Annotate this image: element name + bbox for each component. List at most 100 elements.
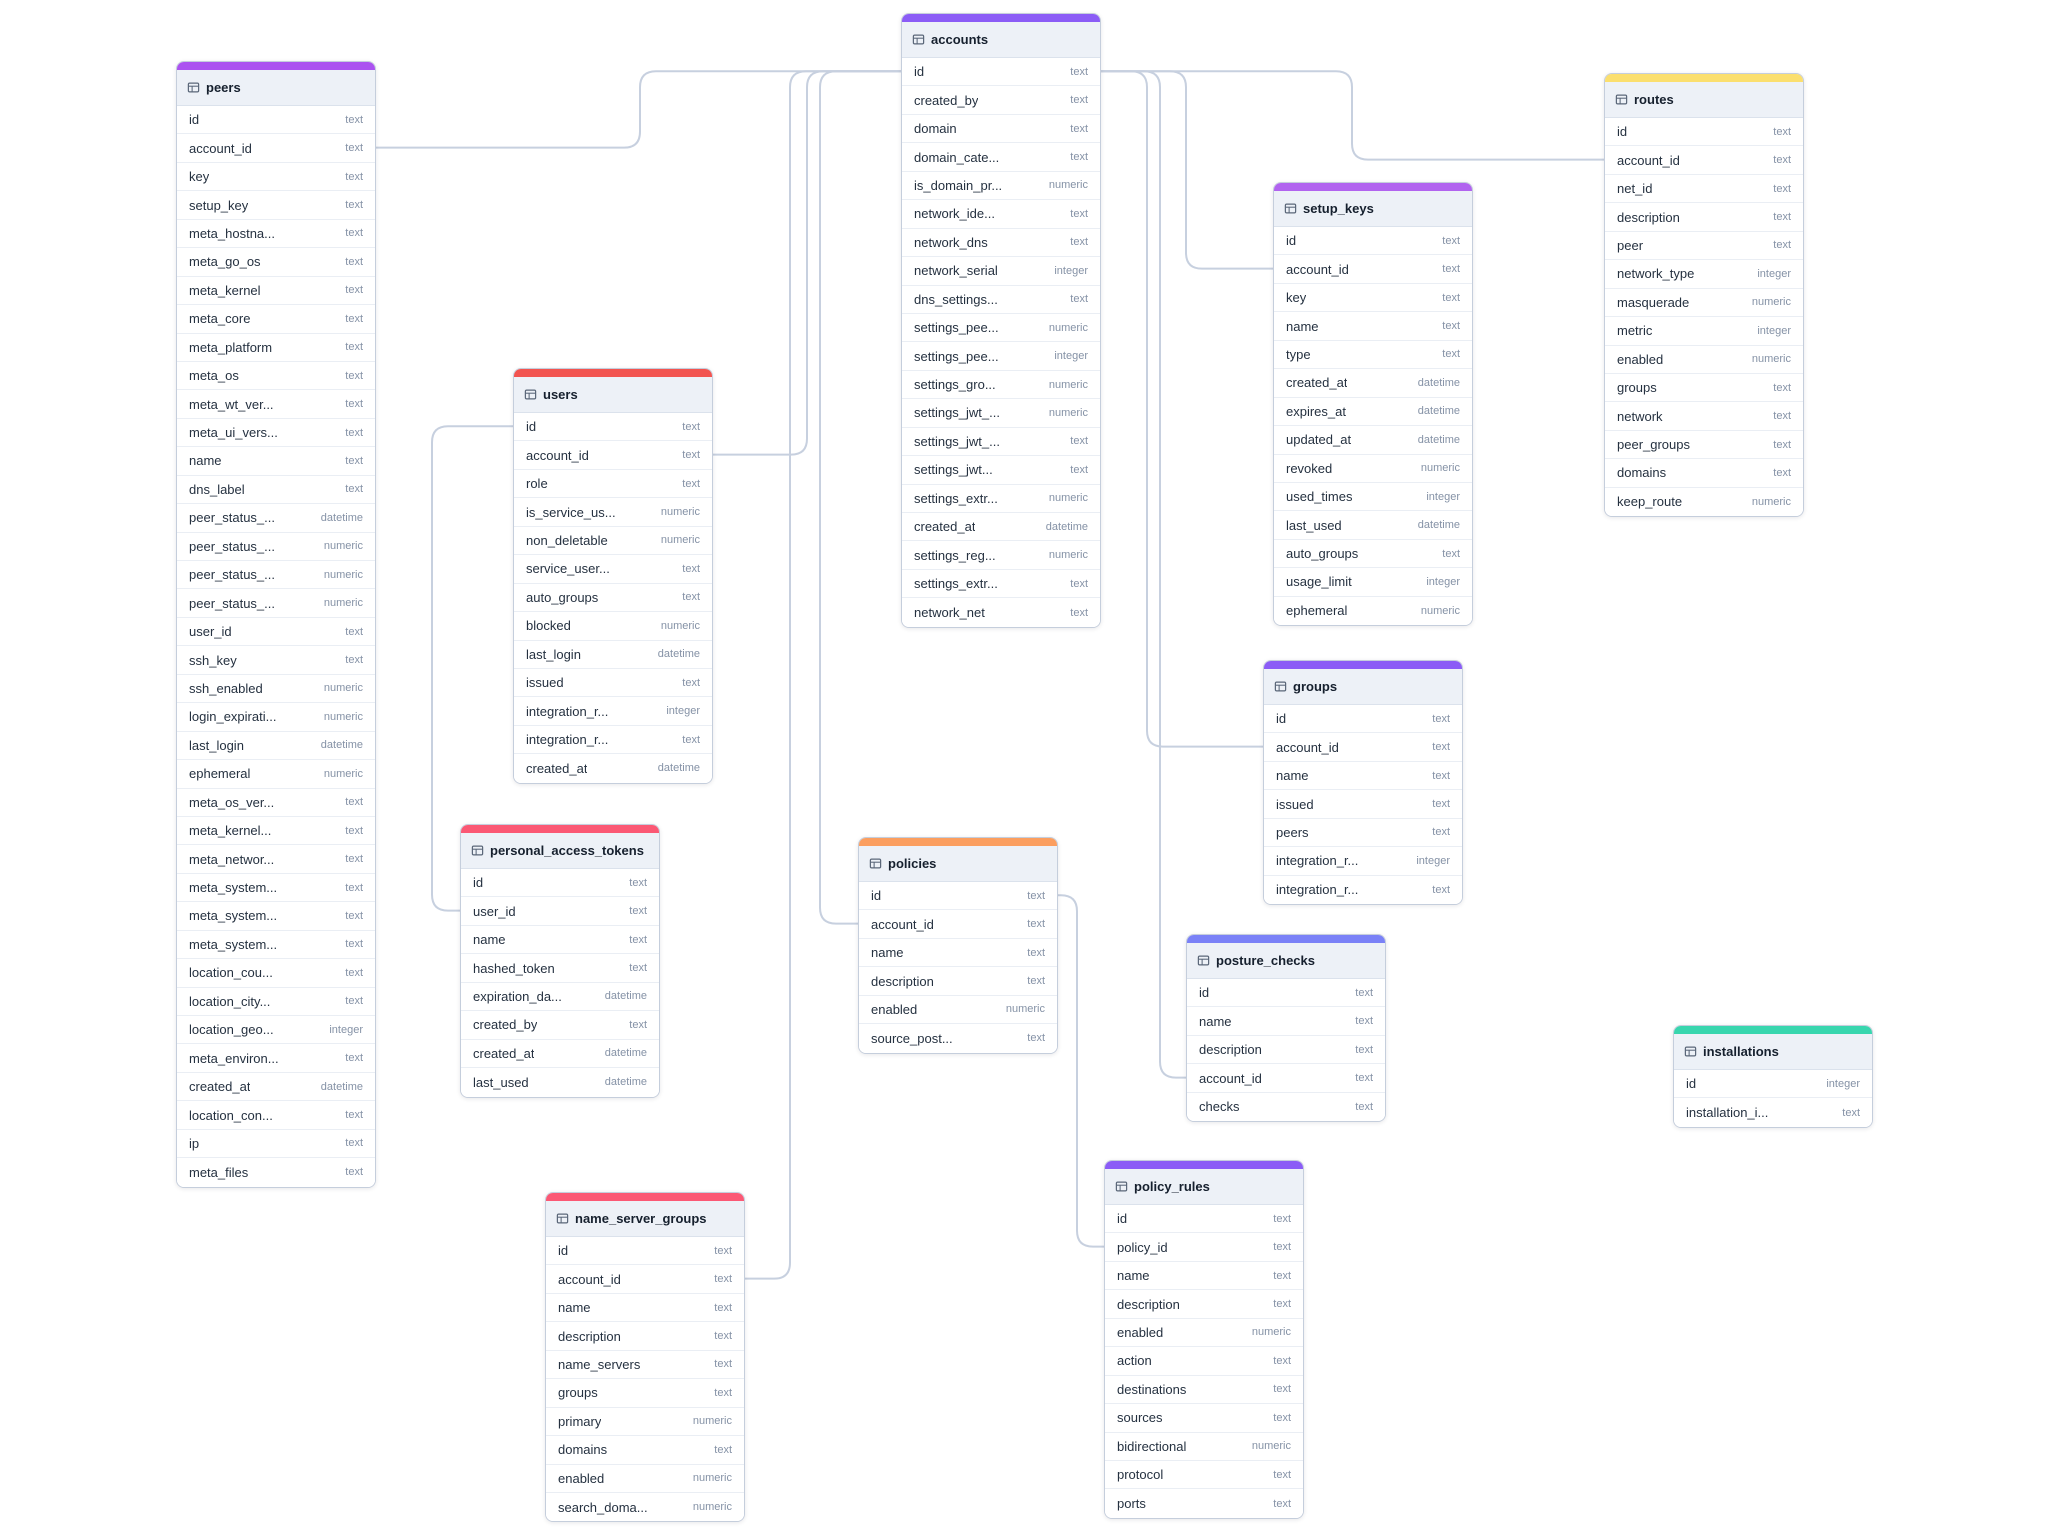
field-row[interactable]: meta_ui_vers...text <box>177 418 375 448</box>
field-row[interactable]: installation_i...text <box>1674 1098 1872 1127</box>
field-row[interactable]: meta_system...text <box>177 873 375 903</box>
field-row[interactable]: is_service_us...numeric <box>514 498 712 527</box>
field-row[interactable]: settings_extr...numeric <box>902 484 1100 513</box>
field-row[interactable]: settings_pee...integer <box>902 342 1100 371</box>
field-row[interactable]: settings_jwt_...text <box>902 427 1100 457</box>
field-row[interactable]: settings_jwt_...numeric <box>902 399 1100 428</box>
field-row[interactable]: settings_jwt...text <box>902 456 1100 485</box>
field-row[interactable]: meta_environ...text <box>177 1044 375 1073</box>
field-row[interactable]: login_expirati...numeric <box>177 703 375 732</box>
field-row[interactable]: peer_status_...numeric <box>177 532 375 561</box>
field-row[interactable]: is_domain_pr...numeric <box>902 171 1100 201</box>
field-row[interactable]: settings_extr...text <box>902 569 1100 599</box>
field-row[interactable]: dns_settings...text <box>902 285 1100 314</box>
field-row[interactable]: settings_gro...numeric <box>902 370 1100 400</box>
field-row[interactable]: meta_hostna...text <box>177 219 375 249</box>
field-row[interactable]: location_con...text <box>177 1101 375 1130</box>
field-row[interactable]: settings_reg...numeric <box>902 541 1100 570</box>
field-row[interactable]: integration_r...integer <box>1264 847 1462 876</box>
field-row[interactable]: location_geo...integer <box>177 1016 375 1045</box>
field-row[interactable]: domain_cate...text <box>902 143 1100 172</box>
field-row[interactable]: meta_system...text <box>177 930 375 960</box>
field-row[interactable]: service_user...text <box>514 555 712 584</box>
field-row[interactable]: meta_system...text <box>177 902 375 931</box>
field-row[interactable]: integration_r...text <box>1264 875 1462 905</box>
